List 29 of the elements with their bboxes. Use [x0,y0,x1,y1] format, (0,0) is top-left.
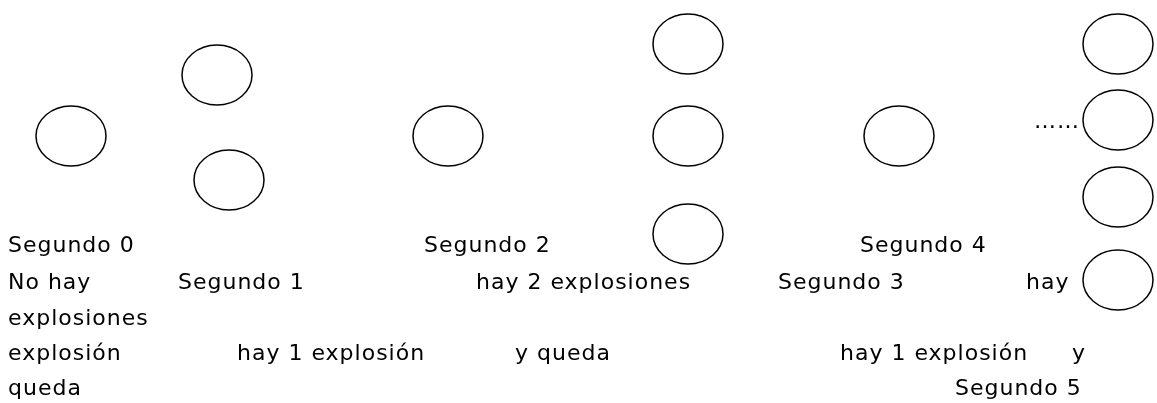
text-label: Segundo 1 [178,269,305,295]
circle-shape [652,203,724,265]
circle-shape [652,13,724,75]
text-label: queda [8,375,82,401]
text-label: Segundo 2 [424,232,551,258]
circle-shape [1082,166,1154,228]
circle-shape [35,105,107,167]
circle-shape [1082,249,1154,311]
circle-shape [412,105,484,167]
text-label: Segundo 3 [778,269,905,295]
text-label: hay [1026,269,1070,295]
text-label: y queda [515,340,611,366]
circle-shape [652,105,724,167]
text-label: Segundo 0 [8,232,135,258]
text-label: No hay [8,269,92,295]
circle-shape [1082,13,1154,75]
text-label: y [1072,340,1087,366]
text-label: …… [1034,108,1080,134]
text-label: hay 2 explosiones [476,269,692,295]
text-label: explosión [8,340,122,366]
text-label: hay 1 explosión [840,340,1029,366]
text-label: hay 1 explosión [237,340,426,366]
circle-shape [863,105,935,167]
text-label: Segundo 4 [860,232,987,258]
text-label: Segundo 5 [955,375,1082,401]
circle-shape [181,44,253,106]
text-label: explosiones [8,305,149,331]
circle-shape [193,149,265,211]
circle-shape [1082,89,1154,151]
